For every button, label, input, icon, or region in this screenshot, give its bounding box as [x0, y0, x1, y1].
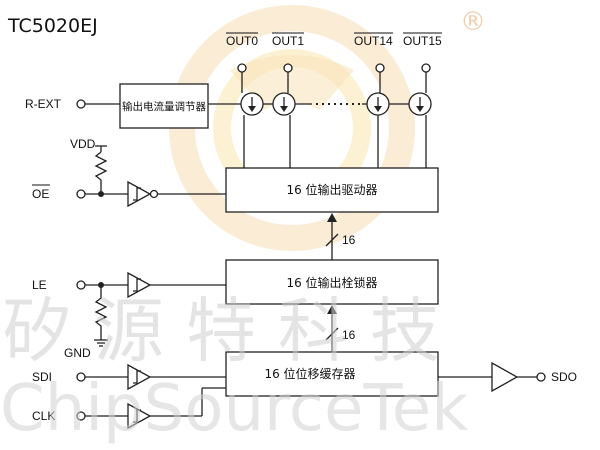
- current-regulator-block: [119, 83, 209, 129]
- output-driver-label: 16 位输出驱动器: [286, 182, 377, 197]
- chip-title: TC5020EJ: [7, 15, 98, 37]
- watermark-en: ChipSourceTek: [0, 372, 468, 446]
- clk-buffer: [127, 402, 152, 430]
- current-regulator-label: 输出电流量调节器: [122, 100, 206, 113]
- le-buffer: [127, 271, 152, 299]
- current-source-14: [366, 92, 390, 116]
- shift-register-label: 16 位位移缓存器: [264, 366, 355, 381]
- out14-label: OUT14: [354, 34, 393, 48]
- output-latch-block: [225, 259, 439, 305]
- rext-label: R-EXT: [25, 97, 62, 111]
- sdo-label: SDO: [551, 370, 577, 384]
- out15-label: OUT15: [403, 34, 442, 48]
- sdi-buffer: [127, 363, 152, 391]
- current-source-1: [272, 92, 296, 116]
- bus-width-1: 16: [342, 233, 356, 247]
- le-label: LE: [32, 278, 47, 292]
- shift-register-block: [225, 351, 439, 397]
- out1-label: OUT1: [272, 34, 304, 48]
- le-pin: [76, 280, 86, 290]
- gnd-label: GND: [64, 346, 91, 360]
- current-source-0: [240, 92, 264, 116]
- out0-label: OUT0: [226, 34, 258, 48]
- oe-label: OE: [32, 187, 49, 201]
- oe-pullup-resistor: [94, 151, 108, 194]
- rext-pin: [76, 99, 86, 109]
- le-pulldown-resistor: [94, 285, 108, 340]
- output-latch-label: 16 位输出栓锁器: [286, 275, 377, 290]
- oe-pin: [76, 189, 86, 199]
- output-driver-block: [225, 167, 439, 213]
- watermark-cn: 矽源特科技: [2, 290, 462, 372]
- clk-label: CLK: [32, 409, 55, 423]
- bus-width-2: 16: [342, 328, 356, 342]
- sdo-buffer: [491, 361, 519, 393]
- vdd-label: VDD: [70, 137, 96, 151]
- oe-buffer: [127, 180, 159, 208]
- sdi-label: SDI: [32, 370, 52, 384]
- sdo-pin: [536, 372, 546, 382]
- output-labels: OUT0 OUT1 OUT14 OUT15: [226, 32, 442, 48]
- output-pins: [237, 63, 431, 93]
- current-source-15: [408, 92, 432, 116]
- current-sources: [208, 92, 432, 168]
- registered-mark: ®: [460, 7, 486, 37]
